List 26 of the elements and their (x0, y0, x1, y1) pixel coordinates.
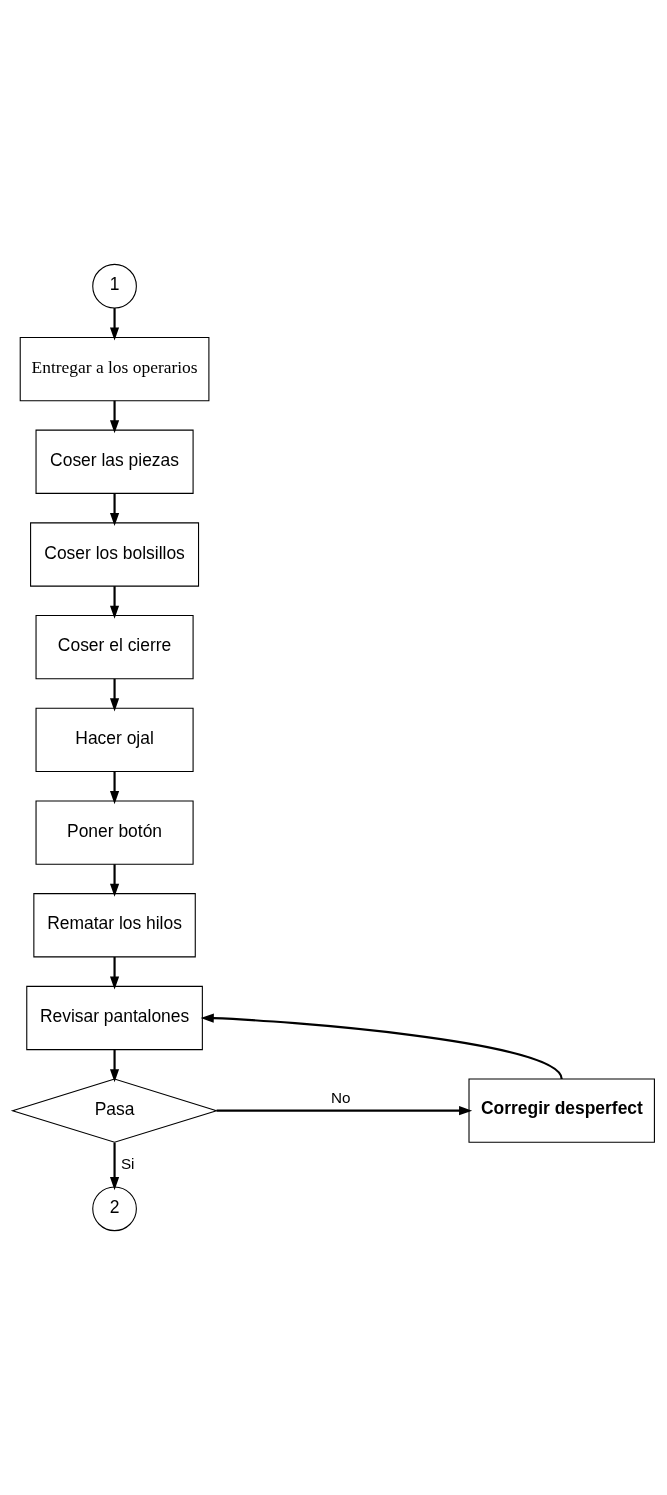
arrow (216, 1106, 473, 1116)
node-box: Coser las piezas (35, 429, 194, 494)
arrow (109, 864, 120, 897)
arrow (109, 678, 120, 712)
node-box: Coser el cierre (35, 615, 194, 680)
edge-label: No (330, 1089, 351, 1107)
arrow (109, 493, 120, 527)
node-box: Poner botón (35, 800, 194, 865)
arrow (109, 308, 120, 341)
arrow (109, 586, 120, 619)
arrow (109, 400, 120, 434)
arrow (109, 1142, 120, 1191)
arrow (109, 1049, 120, 1083)
node-box: Rematar los hilos (33, 893, 196, 958)
arrow (109, 957, 120, 990)
edge-label: Si (120, 1154, 135, 1172)
node-circle: 2 (92, 1186, 137, 1232)
node-box: Revisar pantalones (26, 985, 203, 1051)
node-diamond: Pasa (10, 1078, 219, 1143)
node-box: Entregar a los operarios (19, 336, 210, 402)
node-circle: 1 (92, 263, 137, 309)
arrow (200, 1013, 563, 1080)
arrow (109, 771, 120, 805)
node-box: Coser los bolsillos (30, 522, 200, 587)
node-box: Corregir desperfect (468, 1078, 655, 1143)
node-box: Hacer ojal (35, 707, 194, 773)
